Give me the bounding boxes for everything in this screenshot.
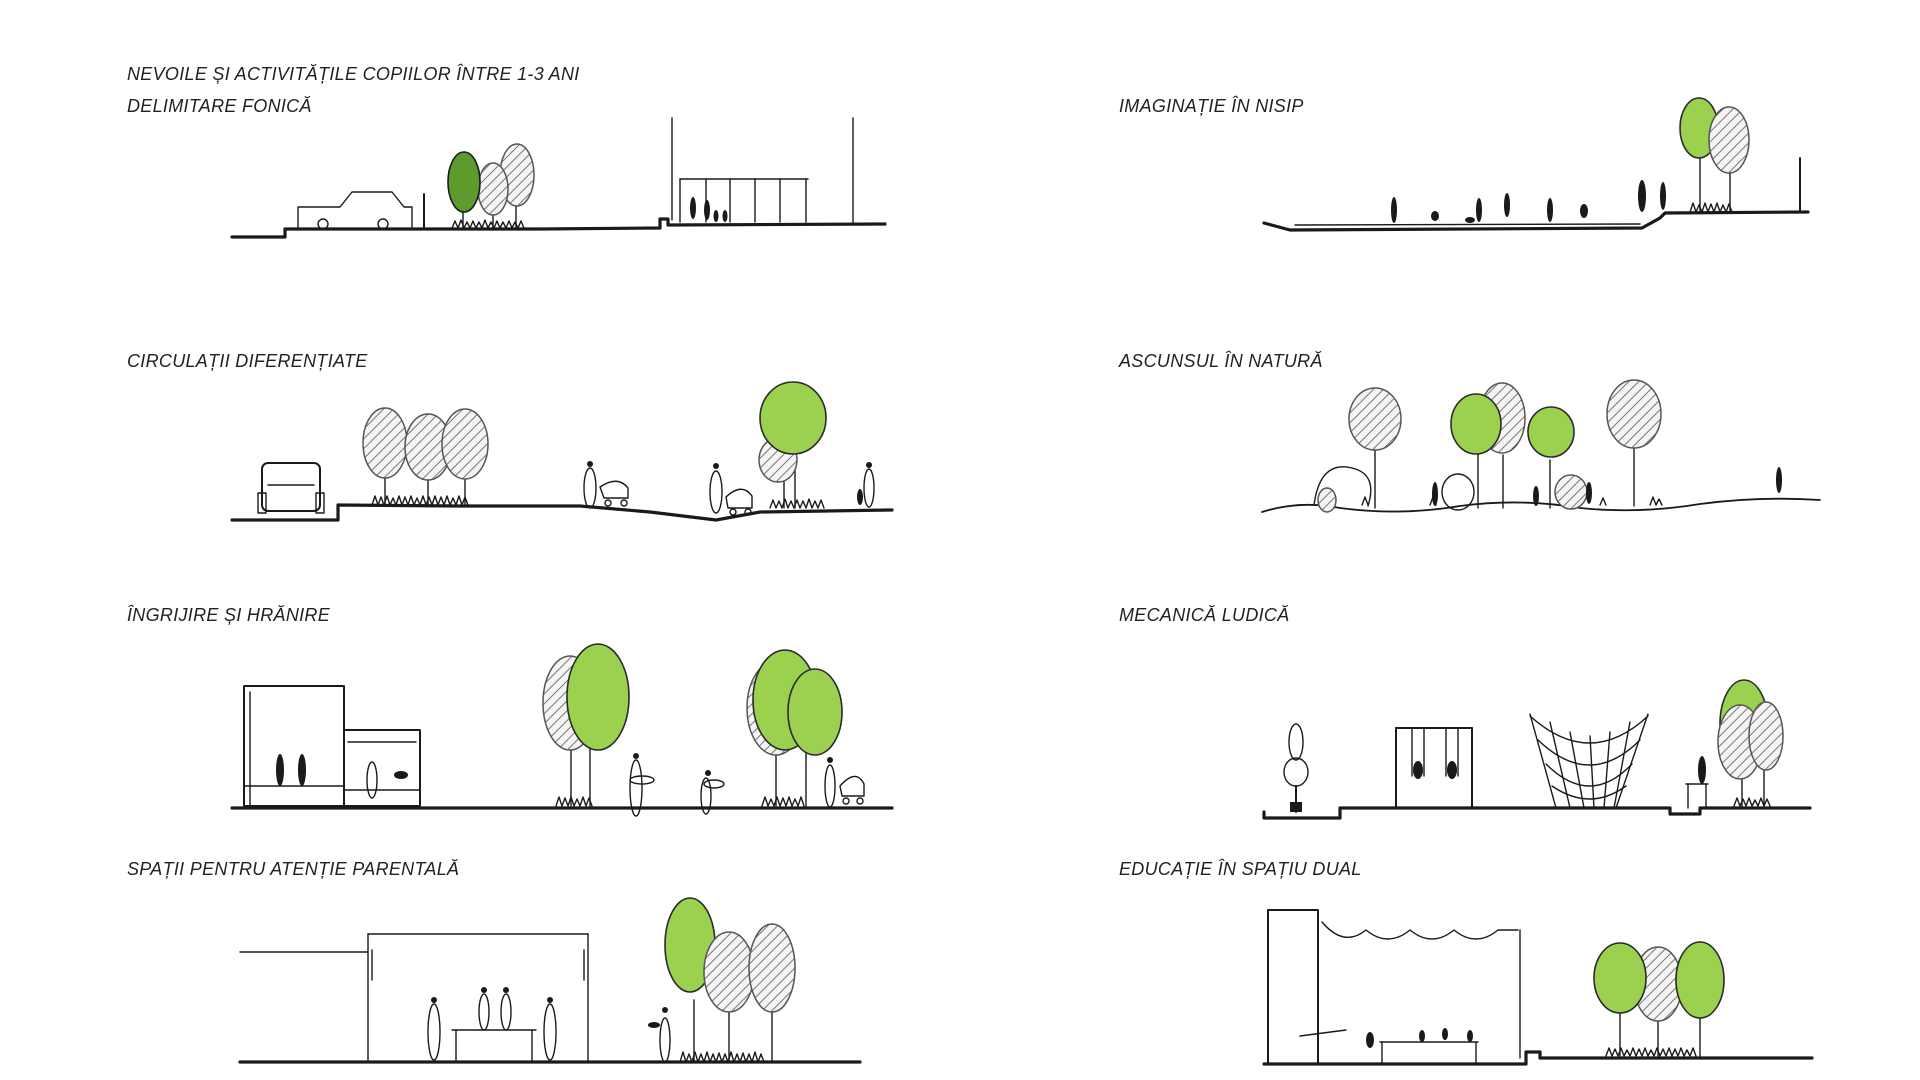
diagram-title: NEVOILE ȘI ACTIVITĂȚILE COPIILOR ÎNTRE 1… [127,64,580,84]
tree-icon [1593,942,1647,1014]
tree-icon [1527,406,1575,458]
section-ascunsul-in-natura [1261,379,1821,513]
panel-title-mecanica-ludica: MECANICĂ LUDICĂ [1119,605,1290,625]
tree-icon [566,643,630,751]
building-icon [367,933,589,1063]
tree-icon [759,381,827,455]
tree-icon [447,151,481,213]
tree-icon [748,923,796,1013]
person-icon [276,754,284,786]
tree-cluster [664,897,796,1063]
bowl-icon [394,771,408,779]
panel-title-educatie-in-spatiu-dual: EDUCAȚIE ÎN SPAȚIU DUAL [1119,859,1362,879]
tree-icon [362,407,408,479]
section-mecanica-ludica [1262,679,1812,820]
car-icon [257,462,325,514]
swing-icon [1395,727,1473,809]
panel-title-delimitare-fonica: DELIMITARE FONICĂ [127,96,312,116]
section-circulatii-diferentiate [230,381,894,522]
tree-cluster [1717,679,1784,807]
tree-cluster [746,649,843,807]
car-icon [297,191,413,230]
section-educatie-in-spatiu-dual [1262,909,1814,1066]
tree-icon [477,162,509,216]
tree-icon [787,668,843,756]
person-icon [1432,467,1782,506]
fence-icon [679,178,809,223]
net-icon [1529,713,1649,809]
section-delimitare-fonica [230,117,887,239]
person-icon [298,754,306,786]
bush-icon [1441,473,1475,511]
person-icon [709,463,723,514]
stroller-icon [599,480,629,507]
table-icon [1379,1041,1479,1065]
person-icon [366,761,378,799]
tree-icon [1606,379,1662,449]
tree-cluster [542,643,630,807]
tree-cluster [447,143,535,229]
building-icon [243,685,421,807]
section-imaginatie-in-nisip [1262,97,1810,232]
panel-title-circulatii-diferentiate: CIRCULAȚII DIFERENȚIATE [127,351,368,371]
person-icon [824,757,836,808]
panel-title-spatii-atentie-parentala: SPAȚII PENTRU ATENȚIE PARENTALĂ [127,859,460,879]
tree-cluster [1679,97,1750,213]
tree-icon [703,931,755,1013]
tree-icon [1348,387,1402,451]
tree-cluster [1348,379,1662,509]
person-icon [427,987,557,1061]
person-icon [583,461,597,509]
table-icon [451,1029,537,1063]
tent-icon [1267,909,1521,1065]
person-icon [1391,180,1666,223]
tree-cluster [758,381,827,509]
tree-icon [1675,941,1725,1019]
tree-icon [1450,393,1502,455]
person-icon [648,1007,671,1063]
tree-cluster [1593,941,1725,1057]
bush-icon [1317,487,1337,513]
spring-rider-icon [1283,723,1309,813]
person-icon [690,197,728,222]
person-icon [1366,1028,1473,1048]
tree-icon [1708,106,1750,174]
person-icon [629,753,655,817]
panel-title-ingrijire-si-hranire: ÎNGRIJIRE ȘI HRĂNIRE [127,605,331,625]
tree-cluster [362,407,489,506]
bench-icon [1685,756,1709,809]
bush-icon [1554,474,1588,510]
stroller-icon [725,488,753,516]
section-ingrijire-si-hranire [230,643,894,817]
section-spatii-atentie-parentala [238,897,862,1064]
tree-icon [441,408,489,480]
person-icon [857,462,875,508]
person-icon [700,770,725,815]
panel-title-imaginatie-in-nisip: IMAGINAȚIE ÎN NISIP [1119,96,1304,116]
stroller-icon [839,775,865,805]
tree-icon [1748,701,1784,771]
panel-title-ascunsul-in-natura: ASCUNSUL ÎN NATURĂ [1119,351,1323,371]
